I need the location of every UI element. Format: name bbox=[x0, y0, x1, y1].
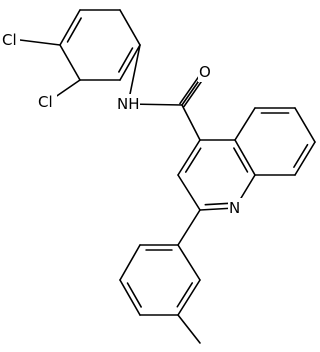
bond-c8a-c4a bbox=[234, 139, 256, 176]
bond-t5-t6 bbox=[177, 279, 201, 316]
bond-layer bbox=[19, 9, 316, 344]
cl-bottom-label: Cl bbox=[38, 93, 53, 111]
bond-t3-t4-inner bbox=[126, 282, 142, 308]
amide-nh-label: NH bbox=[117, 95, 140, 113]
bond-c3-c2 bbox=[177, 174, 201, 211]
atom-label-layer: Cl Cl NH O N bbox=[0, 30, 242, 218]
bond-t6-t1 bbox=[177, 244, 201, 281]
bond-t5-me bbox=[177, 314, 201, 344]
bond-c4-c3 bbox=[177, 139, 201, 176]
atom-cl-top: Cl bbox=[0, 30, 20, 50]
bond-a4-a6 bbox=[119, 44, 141, 81]
bond-t2-t3 bbox=[119, 244, 141, 281]
bond-cC-c4 bbox=[181, 104, 201, 141]
bond-t3-t4 bbox=[119, 279, 141, 316]
atom-ring-n: N bbox=[228, 198, 242, 218]
bond-c4-c3-inner bbox=[184, 147, 202, 173]
bond-a2-a4 bbox=[119, 9, 141, 46]
bond-c8a-c4a-inner bbox=[233, 147, 249, 173]
bond-c4a-c5 bbox=[234, 107, 256, 141]
bond-c7-c8-inner bbox=[293, 143, 309, 168]
bond-a3-a5 bbox=[59, 44, 81, 81]
bond-c7-c8 bbox=[294, 141, 316, 176]
ring-n-label: N bbox=[229, 199, 240, 217]
bond-a3-clt bbox=[19, 39, 61, 46]
bond-t5-t6-inner bbox=[176, 282, 194, 308]
bond-c2-n1-inner bbox=[204, 202, 230, 206]
carbonyl-o-label: O bbox=[199, 63, 211, 81]
bond-a1-a3-inner bbox=[66, 17, 82, 43]
atom-amide-nh: NH bbox=[116, 94, 140, 114]
cl-top-label: Cl bbox=[2, 31, 17, 49]
bond-a1-a3 bbox=[59, 9, 81, 46]
bond-c6-c7 bbox=[294, 107, 316, 143]
atom-cl-bottom: Cl bbox=[37, 92, 57, 112]
atom-carbonyl-o: O bbox=[198, 62, 212, 82]
bond-a4-a6-inner bbox=[118, 47, 134, 73]
bond-c2-t1 bbox=[177, 209, 201, 246]
